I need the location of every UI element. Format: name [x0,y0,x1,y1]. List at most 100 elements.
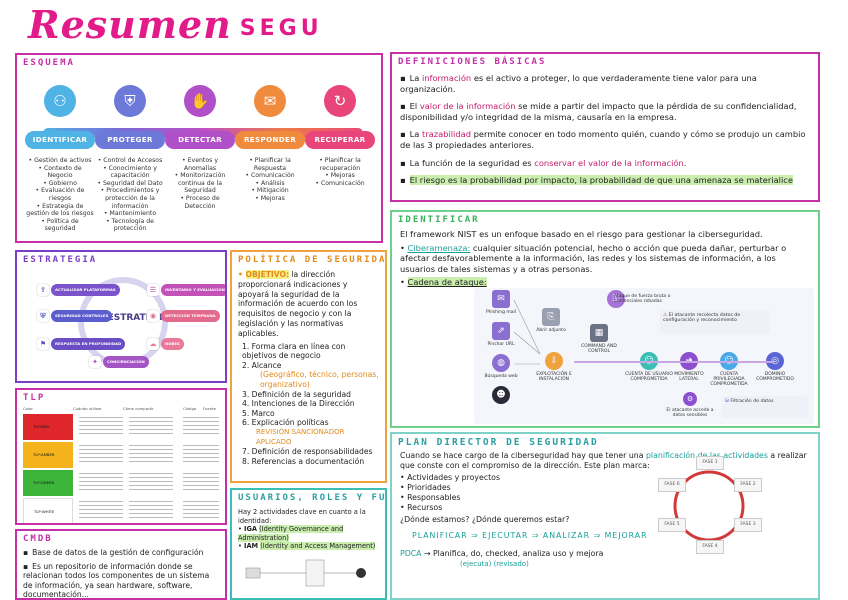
cmdb-item: Es un repositorio de información donde s… [23,562,219,598]
recolecta-label: El atacante recolecta datos de configura… [663,313,741,323]
privilegiada-label: CUENTA PRIVILEGIADA COMPROMETIDA [710,372,748,387]
phase-item: • Eventos y Anomalías [182,157,218,172]
phase-item: • Control de Accesos [97,157,163,164]
phase-recuperar: ↻RECUPERAR• Planificar la recuperación• … [305,85,375,187]
domain-icon: ◎ [766,352,784,370]
tlp-text-block [129,501,173,521]
definicion-pre: El [409,101,420,112]
plan-text-pre: Cuando se hace cargo de la cibersegurida… [400,451,646,460]
cycle-phase: FASE 4 [696,540,724,554]
data-access-icon: ⚙ [683,392,697,406]
plan-question: ¿Dónde estamos? ¿Dónde queremos estar? [400,515,570,524]
phase-pill: RECUPERAR [305,131,375,149]
identity-diagram [245,559,366,587]
definicion-post: . [683,157,687,168]
pdca-text: → Planifica, do, checked, analiza uso y … [423,549,604,558]
definicion-pre: La [409,129,422,140]
politica-box: POLÍTICA DE SEGURIDAD • OBJETIVO: la dir… [230,250,387,483]
phase-item: • Seguridad del Dato [97,179,163,187]
phase-item: • Mitigación [251,187,289,195]
phase-item: • Comunicación [315,179,365,187]
accede-node: ⚙ El atacante accede a datos sensibles [660,392,720,418]
alcance-note: (Geográfico, técnico, personas, organiza… [260,370,379,389]
tlp-header: TLP [23,393,46,403]
definicion-item: El valor de la información se mide a par… [400,101,810,122]
cmdb-item: Base de datos de la gestión de configura… [23,548,219,558]
usuarios-header: USUARIOS, ROLES Y FUNCIONES [238,493,387,503]
estrategia-center-label: ESTRATEGIA [107,313,170,323]
cmdb-box: CMDB Base de datos de la gestión de conf… [15,529,227,600]
definicion-item: La trazabilidad permite conocer en todo … [400,129,810,150]
phase-item: • Mejoras [325,172,355,180]
definicion-highlight: valor de la información [419,101,516,112]
awareness-icon: ✦ [89,356,101,368]
definicion-post: se mide a partir del impacto que la pérd… [400,101,797,122]
definicion-pre: La [409,73,422,83]
definicion-post: permite conocer en todo momento quién, c… [400,129,806,150]
phase-items: • Planificar la Respuesta• Comunicación•… [235,157,305,203]
politica-objetivo-label: OBJETIVO: [245,270,289,279]
phase-item: • Mantenimiento [103,210,157,218]
politica-item: 5. Marco [242,408,275,418]
phishing-node: ✉Phishing mail [476,290,526,315]
estrategia-item: ✦CONCIENCIACIÓN [89,356,149,368]
people-icon: ⚇ [44,85,76,117]
pdca-sub: (ejecuta) (revisado) [460,560,529,568]
tlp-column-header: Cuándo utilizar [73,406,102,411]
tlp-text-block [79,445,123,465]
estrategia-item: ⚑RESPUESTA EN PROFUNDIDAD [37,338,126,350]
accede-label: El atacante accede a datos sensibles [666,408,714,418]
phase-pill: PROTEGER [95,131,165,149]
phase-items: • Eventos y Anomalías• Monitorización co… [165,157,235,210]
phase-item: • Evaluación de riesgos [35,187,85,202]
phase-pill: DETECTAR [165,131,235,149]
esquema-box: ESQUEMA ⚇IDENTIFICAR• Gestión de activos… [15,53,383,243]
estrategia-item-label: CONCIENCIACIÓN [103,356,149,368]
arrow-right-icon: ➜ [680,352,698,370]
iga-label: IGA [244,525,257,534]
estrategia-item-label: INVENTARIO Y EVALUACIÓN [161,284,225,296]
tlp-color-swatch: TLP:AMBER [23,442,73,468]
tlp-column-header: Color [23,406,33,411]
inventory-icon: ☰ [147,284,159,296]
politica-item: 1. Forma clara en línea con objetivos de… [242,341,346,361]
title-main: Resumen [28,2,232,47]
cmdb-header: CMDB [23,534,53,544]
filtracion-card: ⛁ Filtración de datos [722,396,808,418]
recover-icon: ↻ [324,85,356,117]
phishing-label: Phishing mail [485,310,517,315]
explotacion-label: EXPLOTACIÓN E INSTALACIÓN [536,372,572,382]
tlp-text-block [183,417,219,437]
plan-box: PLAN DIRECTOR DE SEGURIDAD Cuando se hac… [390,432,820,600]
politica-header: POLÍTICA DE SEGURIDAD [238,255,387,265]
tlp-text-block [129,473,173,493]
hand-icon: ✋ [184,85,216,117]
ciberamenaza-label: Ciberamenaza: [407,242,471,253]
iam-text: (Identity and Access Management) [260,542,376,551]
tlp-row: TLP:GREEN [23,470,223,496]
estrategia-item-label: ACTUALIZAR PLATAFORMAS [51,284,120,296]
response-icon: ⚑ [37,338,49,350]
phase-item: • Mejoras [255,194,285,202]
tlp-row: TLP:AMBER [23,442,223,468]
cycle-phase: FASE 1 [696,456,724,470]
phase-item: • Tecnología de protección [106,217,154,233]
phase-item: • Conocimiento y capacitación [103,164,157,180]
politica-item: 2. Alcance [242,360,282,370]
tlp-text-block [183,445,219,465]
iam-label: IAM [244,542,259,551]
cycle-phase: FASE 3 [734,518,762,532]
link-icon: ⇗ [492,322,510,340]
plan-flow: PLANIFICAR ⇒ EJECUTAR ⇒ ANALIZAR ⇒ MEJOR… [412,531,648,540]
definicion-item: El riesgo es la probabilidad por impacto… [400,175,810,186]
tlp-text-block [129,445,173,465]
cloud-icon: ☁ [147,338,159,350]
definicion-item: La función de la seguridad es conservar … [400,158,810,169]
server-icon: ▦ [590,324,608,342]
plan-text-highlight: planificación de las actividades [645,451,768,460]
tlp-color-swatch: TLP:WHITE [23,498,73,523]
politica-item: 8. Referencias a documentación [242,456,365,466]
tlp-text-block [79,473,123,493]
pinchar-label: Pinchar URL [487,342,515,347]
